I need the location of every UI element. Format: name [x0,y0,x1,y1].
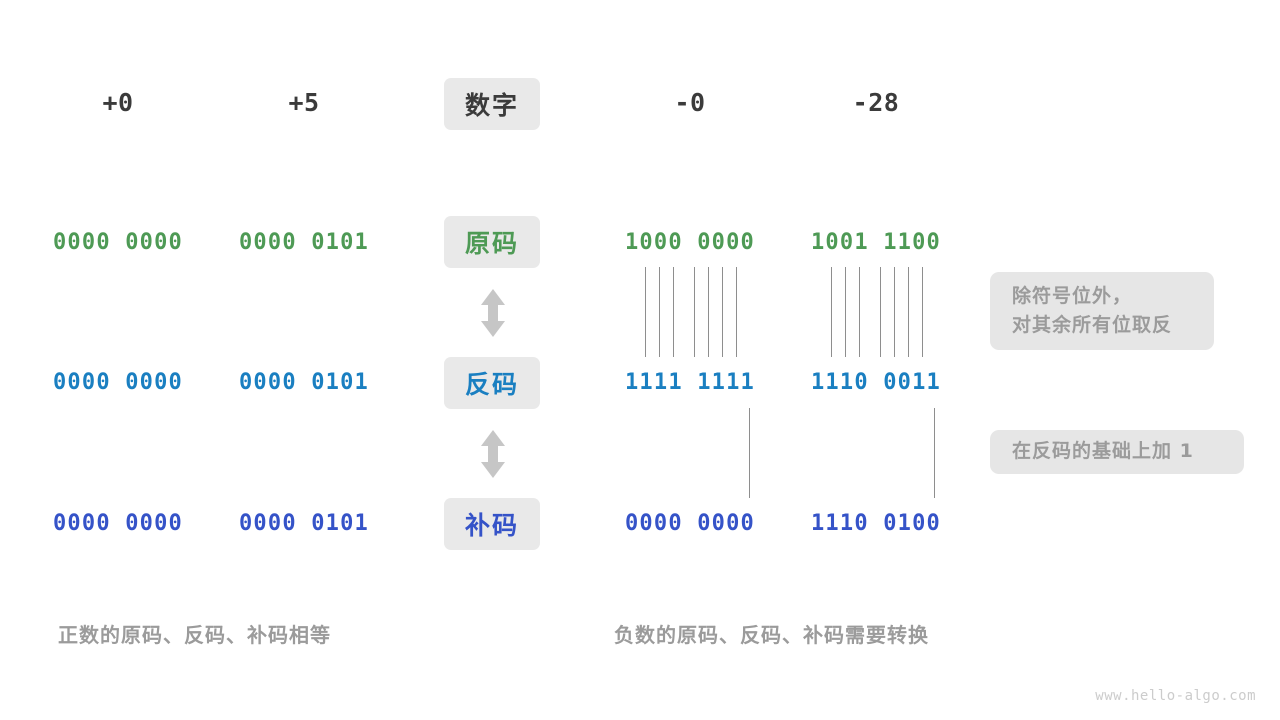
carrylink-minus-zero-b8 [749,408,750,498]
bitlink-minus-28-b6 [894,267,895,357]
note-invert-bits-line2: 对其余所有位取反 [1012,314,1173,336]
chip-yuanma: 原码 [444,216,540,268]
arrow-fanma-to-buma [478,429,508,479]
note-add-one-line1: 在反码的基础上加 1 [1012,440,1194,463]
bitlink-minus-28-b4 [859,267,860,357]
cell-fanma-plus-zero: 0000 0000 [52,370,183,395]
bitlink-minus-zero-b6 [708,267,709,357]
bitlink-minus-zero-b8 [736,267,737,357]
chip-fanma: 反码 [444,357,540,409]
note-add-one: 在反码的基础上加 1 [990,430,1244,474]
column-header-minus-zero: -0 [674,88,706,117]
cell-buma-plus-zero: 0000 0000 [52,511,183,536]
bitlink-minus-zero-b7 [722,267,723,357]
cell-yuanma-plus-zero: 0000 0000 [52,230,183,255]
chip-buma: 补码 [444,498,540,550]
double-arrow-icon [481,430,505,478]
bitlink-minus-28-b3 [845,267,846,357]
cell-buma-minus-twentyeight: 1110 0100 [810,511,941,536]
bitlink-minus-zero-b2 [645,267,646,357]
cell-buma-minus-zero: 0000 0000 [624,511,755,536]
bitlink-minus-zero-b3 [659,267,660,357]
bitlink-minus-28-b8 [922,267,923,357]
caption-positive: 正数的原码、反码、补码相等 [58,623,331,647]
bitlink-minus-28-b2 [831,267,832,357]
note-invert-bits: 除符号位外， 对其余所有位取反 [990,272,1214,350]
cell-fanma-minus-twentyeight: 1110 0011 [810,370,941,395]
bitlink-minus-zero-b4 [673,267,674,357]
bitlink-minus-28-b5 [880,267,881,357]
carrylink-minus-28-b8 [934,408,935,498]
column-header-plus-zero: +0 [102,88,134,117]
arrow-yuanma-to-fanma [478,288,508,338]
column-header-minus-twentyeight: -28 [852,88,900,117]
bitlink-minus-28-b7 [908,267,909,357]
caption-negative: 负数的原码、反码、补码需要转换 [614,623,929,647]
bitlink-minus-zero-b5 [694,267,695,357]
cell-yuanma-minus-zero: 1000 0000 [624,230,755,255]
column-header-plus-five: +5 [288,88,320,117]
watermark: www.hello-algo.com [1095,688,1256,704]
cell-yuanma-minus-twentyeight: 1001 1100 [810,230,941,255]
chip-number: 数字 [444,78,540,130]
cell-fanma-plus-five: 0000 0101 [238,370,369,395]
cell-buma-plus-five: 0000 0101 [238,511,369,536]
double-arrow-icon [481,289,505,337]
cell-yuanma-plus-five: 0000 0101 [238,230,369,255]
note-invert-bits-line1: 除符号位外， [1012,284,1133,307]
cell-fanma-minus-zero: 1111 1111 [624,370,755,395]
